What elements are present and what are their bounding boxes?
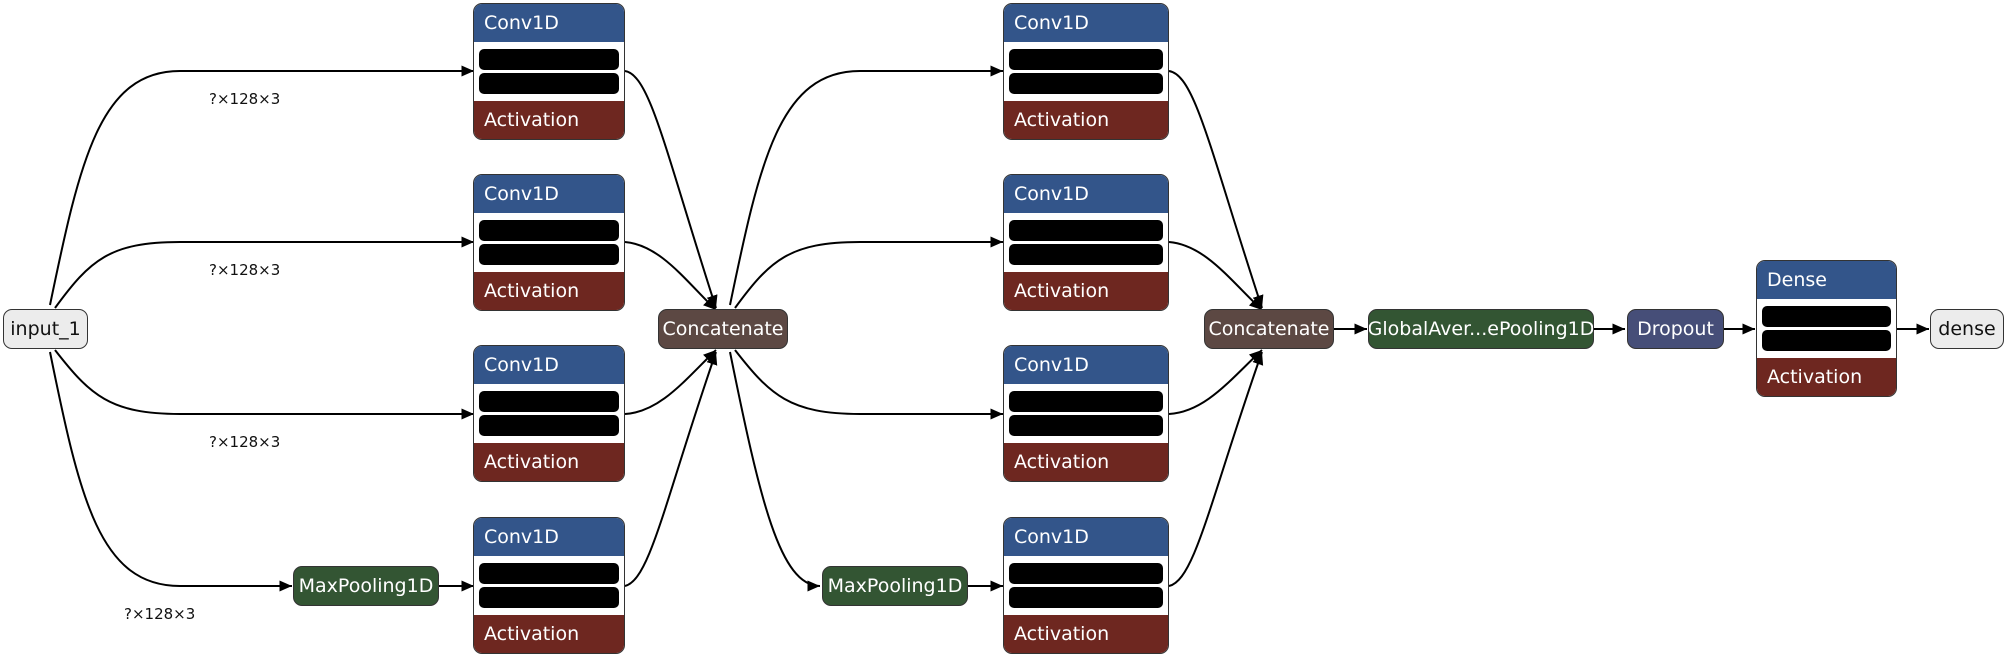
redacted-attribute — [479, 73, 619, 94]
output-node[interactable]: dense — [1930, 309, 2004, 349]
edge-label: ?×128×3 — [209, 433, 281, 451]
redacted-attribute — [479, 391, 619, 412]
redacted-attribute — [1009, 73, 1163, 94]
redacted-attribute — [1009, 220, 1163, 241]
redacted-attribute — [1762, 306, 1891, 327]
redacted-attribute — [1009, 563, 1163, 584]
input-node[interactable]: input_1 — [3, 309, 88, 349]
global-avg-pooling-label: GlobalAver...ePooling1D — [1368, 318, 1594, 340]
conv1d-header: Conv1D — [1004, 346, 1168, 384]
concatenate-node[interactable]: Concatenate — [1204, 309, 1334, 349]
activation-label: Activation — [474, 615, 624, 653]
conv1d-block[interactable]: Conv1D Activation — [1003, 345, 1169, 482]
global-avg-pooling-node[interactable]: GlobalAver...ePooling1D — [1368, 309, 1594, 349]
dropout-node[interactable]: Dropout — [1627, 309, 1724, 349]
activation-label: Activation — [474, 443, 624, 481]
redacted-attribute — [479, 415, 619, 436]
maxpool-label: MaxPooling1D — [298, 575, 434, 597]
edge-conv-a4-concat-a — [624, 351, 718, 587]
edge-label: ?×128×3 — [209, 261, 281, 279]
edge-concat-a-conv-b3 — [734, 349, 1003, 420]
edge-input-maxpool-a — [49, 351, 292, 592]
edge-conv-a1-concat-a — [624, 70, 718, 309]
conv1d-block[interactable]: Conv1D Activation — [473, 3, 625, 140]
edge-label: ?×128×3 — [124, 605, 196, 623]
conv1d-header: Conv1D — [1004, 175, 1168, 213]
edge-concat-a-conv-b1 — [729, 65, 1003, 306]
conv1d-block[interactable]: Conv1D Activation — [1003, 174, 1169, 311]
edge-concat-a-conv-b2 — [734, 236, 1003, 309]
conv1d-block[interactable]: Conv1D Activation — [1003, 517, 1169, 654]
output-node-label: dense — [1938, 318, 1996, 340]
conv1d-block[interactable]: Conv1D Activation — [1003, 3, 1169, 140]
activation-label: Activation — [1757, 358, 1896, 396]
redacted-attribute — [479, 563, 619, 584]
edge-conv-b4-concat-b — [1168, 351, 1264, 587]
edge-conv-b1-concat-b — [1168, 70, 1264, 309]
conv1d-header: Conv1D — [474, 4, 624, 42]
conv1d-header: Conv1D — [1004, 4, 1168, 42]
concatenate-label: Concatenate — [1208, 318, 1330, 340]
activation-label: Activation — [474, 101, 624, 139]
conv1d-block[interactable]: Conv1D Activation — [473, 345, 625, 482]
edge-conv-a2-concat-a — [624, 241, 717, 311]
edge-input-conv-a2 — [54, 236, 474, 309]
redacted-attribute — [1009, 244, 1163, 265]
redacted-attribute — [479, 220, 619, 241]
maxpool-node[interactable]: MaxPooling1D — [822, 566, 968, 606]
redacted-attribute — [1009, 587, 1163, 608]
dropout-label: Dropout — [1637, 318, 1714, 340]
edge-conv-b3-concat-b — [1168, 349, 1263, 415]
dense-block[interactable]: Dense Activation — [1756, 260, 1897, 397]
redacted-attribute — [479, 244, 619, 265]
edge-concat-a-maxpool-b — [729, 351, 821, 592]
concatenate-label: Concatenate — [662, 318, 784, 340]
conv1d-header: Conv1D — [474, 518, 624, 556]
input-node-label: input_1 — [10, 318, 81, 340]
edge-input-conv-a3 — [54, 349, 474, 420]
activation-label: Activation — [1004, 615, 1168, 653]
conv1d-header: Conv1D — [1004, 518, 1168, 556]
activation-label: Activation — [1004, 272, 1168, 310]
redacted-attribute — [1009, 49, 1163, 70]
redacted-attribute — [479, 49, 619, 70]
conv1d-header: Conv1D — [474, 175, 624, 213]
edge-label: ?×128×3 — [209, 90, 281, 108]
edge-conv-b2-concat-b — [1168, 241, 1263, 311]
activation-label: Activation — [1004, 443, 1168, 481]
edge-conv-a3-concat-a — [624, 349, 717, 415]
conv1d-header: Conv1D — [474, 346, 624, 384]
activation-label: Activation — [474, 272, 624, 310]
activation-label: Activation — [1004, 101, 1168, 139]
conv1d-block[interactable]: Conv1D Activation — [473, 517, 625, 654]
maxpool-node[interactable]: MaxPooling1D — [293, 566, 439, 606]
dense-header: Dense — [1757, 261, 1896, 299]
redacted-attribute — [479, 587, 619, 608]
maxpool-label: MaxPooling1D — [827, 575, 963, 597]
edge-input-conv-a1 — [49, 65, 474, 306]
conv1d-block[interactable]: Conv1D Activation — [473, 174, 625, 311]
redacted-attribute — [1762, 330, 1891, 351]
redacted-attribute — [1009, 391, 1163, 412]
redacted-attribute — [1009, 415, 1163, 436]
concatenate-node[interactable]: Concatenate — [658, 309, 788, 349]
